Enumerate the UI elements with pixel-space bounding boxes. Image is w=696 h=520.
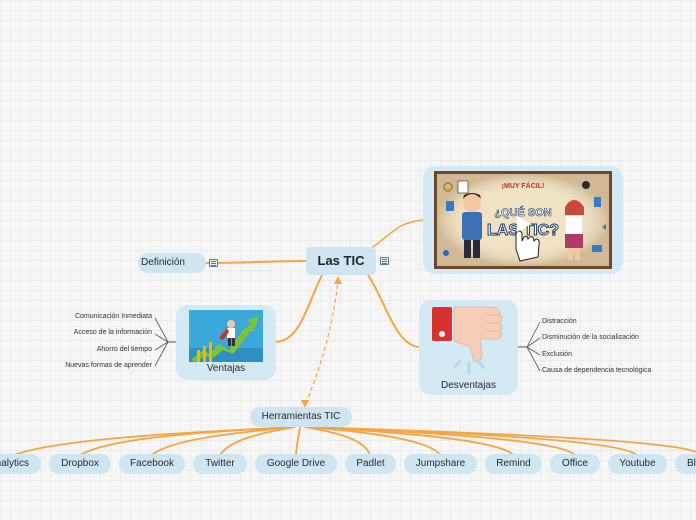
herramientas-node[interactable]: Herramientas TIC (250, 407, 352, 427)
ventajas-node[interactable]: Ventajas (176, 305, 276, 380)
desventajas-label: Desventajas (440, 380, 497, 391)
root-node[interactable]: Las TIC (306, 247, 376, 275)
note-icon[interactable] (209, 259, 218, 267)
tool-office[interactable]: Office (550, 454, 600, 474)
video-node[interactable]: ¡MUY FÁCIL! ¿QUÉ SON LAS TIC? (423, 166, 623, 274)
ventajas-item[interactable]: Nuevas formas de aprender (65, 362, 152, 369)
connector-desventajas (367, 274, 420, 348)
desventajas-node[interactable]: Desventajas (419, 300, 518, 395)
herramientas-label: Herramientas TIC (261, 411, 341, 422)
desventajas-item[interactable]: Exclusión (542, 351, 572, 358)
ventajas-image (189, 310, 263, 362)
root-label: Las TIC (317, 253, 365, 268)
tool-padlet[interactable]: Padlet (345, 454, 396, 474)
video-banner: ¡MUY FÁCIL! (502, 181, 545, 190)
desventajas-item[interactable]: Disminución de la socialización (542, 334, 639, 341)
video-title-line2: LAS TIC? (487, 222, 559, 239)
tool-remind[interactable]: Remind (485, 454, 542, 474)
thumbs-down-icon (432, 306, 503, 375)
desventajas-item[interactable]: Causa de dependencia tecnológica (542, 367, 652, 374)
ventajas-item[interactable]: Ahorro del tiempo (96, 346, 152, 353)
ventajas-item[interactable]: Acceso de la información (73, 329, 152, 336)
tool-analytics[interactable]: nalytics (0, 454, 41, 474)
connector-definicion (204, 260, 307, 264)
tool-google-drive[interactable]: Google Drive (255, 454, 337, 474)
desventajas-item[interactable]: Distracción (542, 318, 577, 325)
tool-bl[interactable]: Bl (675, 454, 696, 474)
ventajas-item[interactable]: Comunicación Inmediata (74, 313, 152, 320)
tool-jumpshare[interactable]: Jumpshare (404, 454, 477, 474)
video-thumbnail[interactable]: ¡MUY FÁCIL! ¿QUÉ SON LAS TIC? (434, 171, 612, 269)
connector-ventajas (275, 274, 323, 343)
connector-video (371, 219, 425, 249)
video-title-line1: ¿QUÉ SON (494, 206, 552, 219)
play-icon (517, 216, 531, 232)
tool-twitter[interactable]: Twitter (193, 454, 247, 474)
note-icon[interactable] (380, 257, 389, 265)
connector-dashed (304, 277, 339, 406)
definicion-node[interactable]: Definición (138, 253, 206, 273)
tool-facebook[interactable]: Facebook (119, 454, 185, 474)
tool-dropbox[interactable]: Dropbox (49, 454, 111, 474)
ventajas-label: Ventajas (206, 363, 246, 374)
tool-youtube[interactable]: Youtube (608, 454, 667, 474)
definicion-label: Definición (141, 257, 185, 268)
